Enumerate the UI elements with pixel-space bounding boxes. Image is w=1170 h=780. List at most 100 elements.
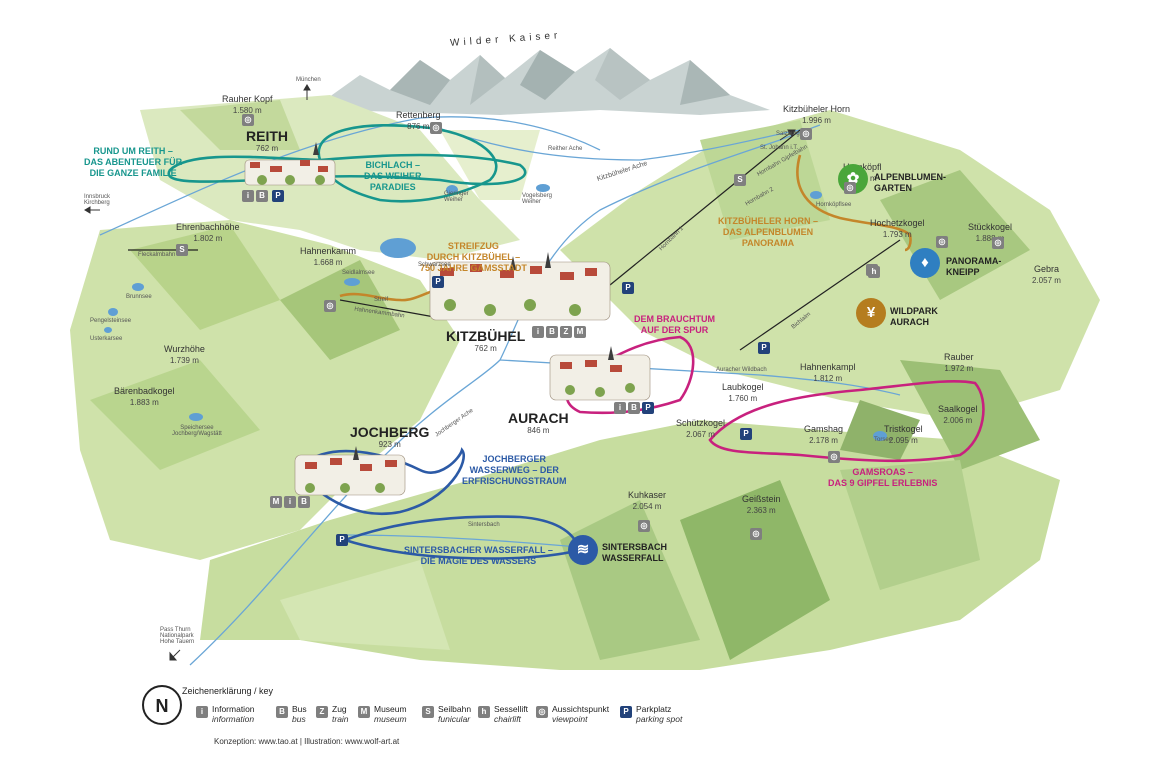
label-vogelsberg-weiher: Vogelsberg Weiher <box>522 193 553 205</box>
viewpoint-icon[interactable]: ◎ <box>750 528 762 540</box>
svg-text:N: N <box>156 696 169 716</box>
peak-label: Rauher Kopf 1.580 m <box>222 94 273 116</box>
parking-icon[interactable]: P <box>336 534 348 546</box>
tour-gamsroas[interactable]: GAMSROAS – DAS 9 GIPFEL ERLEBNIS <box>828 467 938 488</box>
attraction-alpenblumengarten[interactable]: ALPENBLUMEN- GARTEN <box>874 172 946 193</box>
legend-de: Bus <box>292 704 307 714</box>
chairlift-icon[interactable]: h <box>868 266 880 278</box>
parking-icon[interactable]: P <box>622 282 634 294</box>
tour-jochberger-wasserweg[interactable]: JOCHBERGER WASSERWEG – DER ERFRISCHUNGST… <box>462 454 567 486</box>
trail-jochberger-wasserweg <box>298 447 465 516</box>
trail-gamsroas <box>708 380 985 463</box>
town-name: AURACH <box>508 410 569 426</box>
viewpoint-icon[interactable]: ◎ <box>828 451 840 463</box>
attraction-wildpark-aurach[interactable]: WILDPARK AURACH <box>890 306 938 327</box>
info-icon[interactable]: i <box>284 496 296 508</box>
parking-icon[interactable]: P <box>432 276 444 288</box>
waterfall-icon: ≋ <box>568 535 598 565</box>
legend-de: Zug <box>332 704 347 714</box>
parking-icon[interactable]: P <box>272 190 284 202</box>
town-elevation: 923 m <box>378 440 401 449</box>
tour-rund-um-reith[interactable]: RUND UM REITH – DAS ABENTEUER FÜR DIE GA… <box>84 146 183 178</box>
peak-name: Schützkogel <box>676 418 726 428</box>
town-name: KITZBÜHEL <box>446 328 526 344</box>
trail-kitzbueheler-horn <box>796 154 912 252</box>
info-icon[interactable]: i <box>614 402 626 414</box>
attraction-panorama-kneipp[interactable]: PANORAMA- KNEIPP <box>946 256 1002 277</box>
peak-name: Bärenbadkogel <box>114 386 175 396</box>
peak-elevation: 1.580 m <box>232 106 262 115</box>
legend-de: Aussichtspunkt <box>552 704 610 714</box>
legend-en: train <box>332 714 349 724</box>
parking-icon[interactable]: P <box>740 428 752 440</box>
info-icon[interactable]: i <box>532 326 544 338</box>
bus-icon[interactable]: B <box>256 190 268 202</box>
peak-elevation: 2.057 m <box>1032 276 1061 285</box>
legend-en: parking spot <box>636 714 683 724</box>
parking-icon[interactable]: P <box>758 342 770 354</box>
town-illustrations <box>244 142 651 496</box>
label-seidlalmsee: Seidlalmsee <box>342 270 375 276</box>
peak-name: Rettenberg <box>396 110 441 120</box>
museum-icon[interactable]: M <box>270 496 282 508</box>
museum-icon[interactable]: M <box>574 326 586 338</box>
label-gieringer-weiher: Gieringer Weiher <box>444 191 469 203</box>
bus-icon[interactable]: B <box>298 496 310 508</box>
rivers <box>99 116 901 666</box>
label-muenchen: München <box>296 77 321 83</box>
train-icon[interactable]: Z <box>560 326 572 338</box>
info-icon[interactable]: i <box>242 190 254 202</box>
gondola-icon[interactable]: S <box>176 244 188 256</box>
viewpoint-icon[interactable]: ◎ <box>936 236 948 248</box>
viewpoint-icon[interactable]: ◎ <box>430 122 442 134</box>
gondola-icon[interactable]: S <box>734 174 746 186</box>
label-speichersee: Speichersee Jochberg/Wagstätt <box>172 425 222 437</box>
legend-de: Sessellift <box>494 704 529 714</box>
peak-elevation: 1.760 m <box>728 394 758 403</box>
lift-lines <box>128 129 901 351</box>
bus-icon[interactable]: B <box>628 402 640 414</box>
peak-name: Rauher Kopf <box>222 94 273 104</box>
label-streif: Streif <box>374 297 389 303</box>
museum-icon: M <box>358 706 370 718</box>
peak-name: Hahnenkampl <box>800 362 856 372</box>
tour-streifzug[interactable]: STREIFZUG DURCH KITZBÜHEL – 750 JAHRE GA… <box>420 241 527 273</box>
tour-brauchtum[interactable]: DEM BRAUCHTUM AUF DER SPUR <box>634 314 715 335</box>
viewpoint-icon[interactable]: ◎ <box>324 300 336 312</box>
peak-name: Ehrenbachhöhe <box>176 222 240 232</box>
peak-elevation: 1.888 m <box>975 234 1005 243</box>
tour-bichlach[interactable]: BICHLACH – DAS WEIHER PARADIES <box>364 160 422 192</box>
peak-elevation: 876 m <box>407 122 430 131</box>
bus-icon[interactable]: B <box>546 326 558 338</box>
peak-name: Gamshag <box>804 424 844 434</box>
viewpoint-icon[interactable]: ◎ <box>242 114 254 126</box>
direction-arrows <box>84 84 796 661</box>
viewpoint-icon[interactable]: ◎ <box>638 520 650 532</box>
viewpoint-icon[interactable]: ◎ <box>844 182 856 194</box>
trails <box>167 124 985 560</box>
peak-elevation: 1.996 m <box>802 116 831 125</box>
parking-icon[interactable]: P <box>642 402 654 414</box>
peak-name: Gebra <box>1033 264 1059 274</box>
viewpoint-icon[interactable]: ◎ <box>800 128 812 140</box>
tour-kitzbueheler-horn[interactable]: KITZBÜHELER HORN – DAS ALPENBLUMEN PANOR… <box>718 216 819 248</box>
legend-en: information <box>212 714 255 724</box>
viewpoint-icon[interactable]: ◎ <box>992 237 1004 249</box>
legend-en: chairlift <box>494 714 521 724</box>
tour-sintersbacher-wasserfall[interactable]: SINTERSBACHER WASSERFALL – DIE MAGIE DES… <box>404 545 553 566</box>
peak-elevation: 1.883 m <box>129 398 159 407</box>
attraction-sintersbach-wasserfall[interactable]: SINTERSBACH WASSERFALL <box>602 542 668 563</box>
